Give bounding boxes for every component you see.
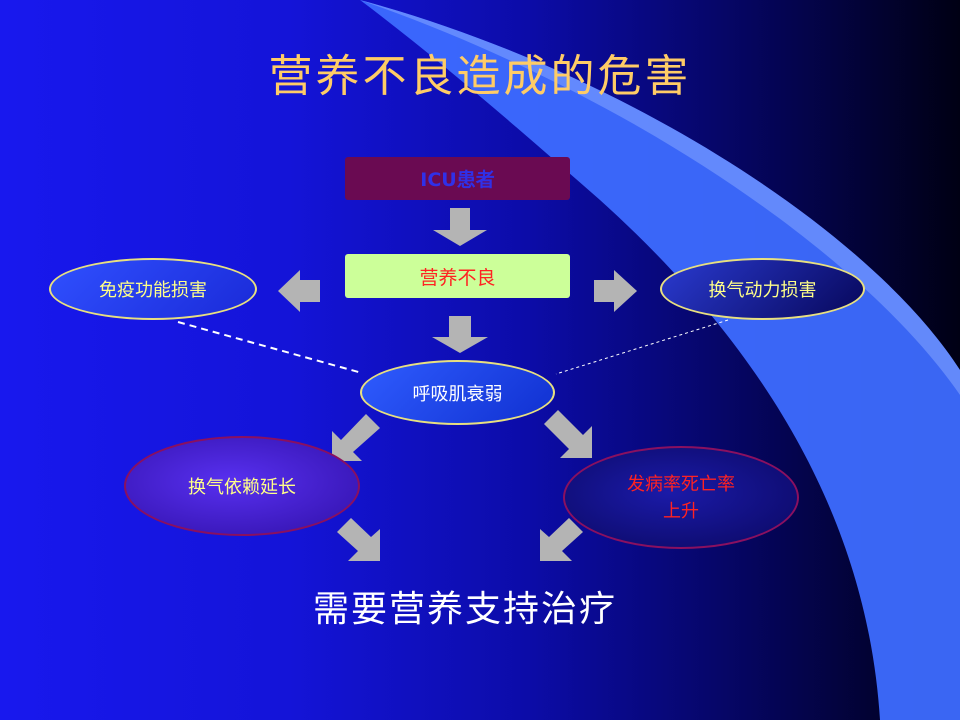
immune-damage-label: 免疫功能损害 [99, 280, 207, 301]
icu-patient-label: ICU患者 [420, 169, 495, 191]
arrow-left-to-immune [278, 270, 320, 312]
arrow-down-icu-to-malnutrition [433, 208, 487, 246]
respiratory-weakness-label: 呼吸肌衰弱 [412, 383, 503, 405]
ventilation-damage-label: 换气动力损害 [708, 280, 817, 301]
arrow-down-malnutrition-to-resp [432, 316, 488, 353]
conclusion-text: 需要营养支持治疗 [312, 589, 617, 630]
page-title: 营养不良造成的危害 [268, 51, 692, 102]
light-swoosh [360, 0, 960, 720]
respiratory-weakness-ellipse: 呼吸肌衰弱 [360, 360, 555, 425]
ventilation-dependence-ellipse: 换气依赖延长 [124, 436, 360, 536]
morbidity-mortality-ellipse: 发病率死亡率 上升 [563, 446, 799, 549]
malnutrition-box: 营养不良 [345, 254, 570, 298]
morbidity-mortality-label-line1: 发病率死亡率 [627, 473, 735, 495]
morbidity-mortality-label-line2: 上升 [663, 500, 699, 522]
icu-patient-box: ICU患者 [345, 157, 570, 200]
arrow-diag-mortality-to-conclusion [540, 518, 583, 561]
arrow-diag-resp-to-dependence [332, 414, 380, 461]
ventilation-damage-ellipse: 换气动力损害 [660, 258, 865, 320]
ventilation-dependence-label: 换气依赖延长 [188, 477, 296, 498]
malnutrition-label: 营养不良 [419, 266, 496, 289]
dashed-connector-right [555, 319, 729, 375]
arrow-right-to-ventilation [594, 270, 637, 312]
immune-damage-ellipse: 免疫功能损害 [49, 258, 257, 320]
arrow-diag-dependence-to-conclusion [337, 518, 380, 561]
dashed-connector-left [177, 321, 363, 374]
arrow-diag-resp-to-mortality [544, 410, 592, 458]
